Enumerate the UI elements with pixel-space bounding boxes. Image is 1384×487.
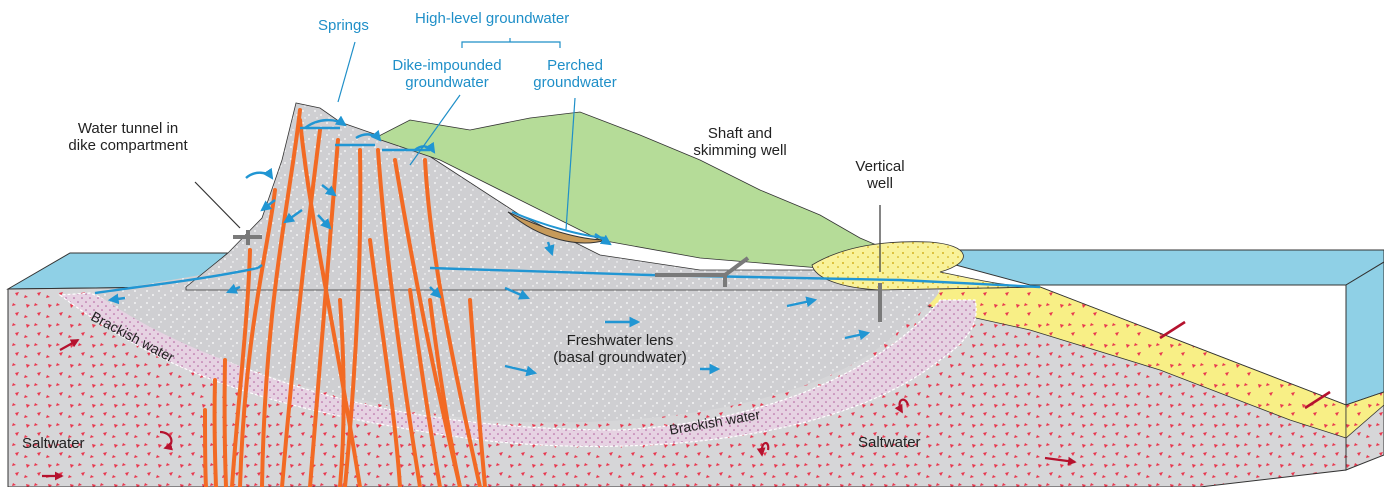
label-perched-line2: groundwater bbox=[533, 74, 617, 91]
label-freshwater-line1: Freshwater lens bbox=[566, 332, 674, 349]
label-dike-impounded-line1: Dike-impounded bbox=[392, 57, 502, 74]
wells bbox=[233, 230, 882, 322]
label-saltwater-right: Saltwater bbox=[858, 434, 921, 451]
sediment-flow bbox=[1159, 320, 1331, 410]
label-freshwater-lens: Freshwater lens (basal groundwater) bbox=[520, 332, 720, 366]
shaft-skimming-well bbox=[655, 256, 750, 287]
label-vertical-line2: well bbox=[867, 175, 893, 192]
dike-swarm bbox=[203, 108, 487, 487]
label-perched-line1: Perched bbox=[547, 57, 603, 74]
label-high-level-groundwater: High-level groundwater bbox=[415, 10, 570, 27]
label-freshwater-line2: (basal groundwater) bbox=[553, 349, 687, 366]
label-water-tunnel-line2: dike compartment bbox=[68, 137, 188, 154]
sediment-side bbox=[1345, 391, 1384, 439]
label-springs: Springs bbox=[318, 17, 369, 34]
beach-sand bbox=[811, 241, 1041, 291]
label-dike-impounded-line2: groundwater bbox=[405, 74, 489, 91]
leader-lines-dark bbox=[194, 181, 881, 272]
label-water-tunnel: Water tunnel in dike compartment bbox=[48, 120, 208, 154]
leader-lines bbox=[337, 38, 576, 231]
flow-arrows bbox=[107, 115, 871, 377]
vegetated-ridge bbox=[373, 111, 901, 273]
label-shaft-line2: skimming well bbox=[693, 142, 787, 159]
ocean-right-face bbox=[1345, 261, 1384, 406]
saltwater-flow bbox=[42, 339, 1077, 481]
label-perched: Perched groundwater bbox=[520, 57, 630, 91]
freshwater-lens bbox=[95, 270, 940, 423]
label-dike-impounded: Dike-impounded groundwater bbox=[372, 57, 522, 91]
label-vertical-well: Vertical well bbox=[838, 158, 922, 192]
label-water-tunnel-line1: Water tunnel in bbox=[77, 120, 179, 137]
label-shaft-line1: Shaft and bbox=[707, 125, 773, 142]
label-saltwater-left: Saltwater bbox=[22, 435, 85, 452]
water-table bbox=[94, 126, 1041, 295]
label-vertical-line1: Vertical bbox=[855, 158, 905, 175]
label-shaft-skimming-well: Shaft and skimming well bbox=[680, 125, 800, 159]
